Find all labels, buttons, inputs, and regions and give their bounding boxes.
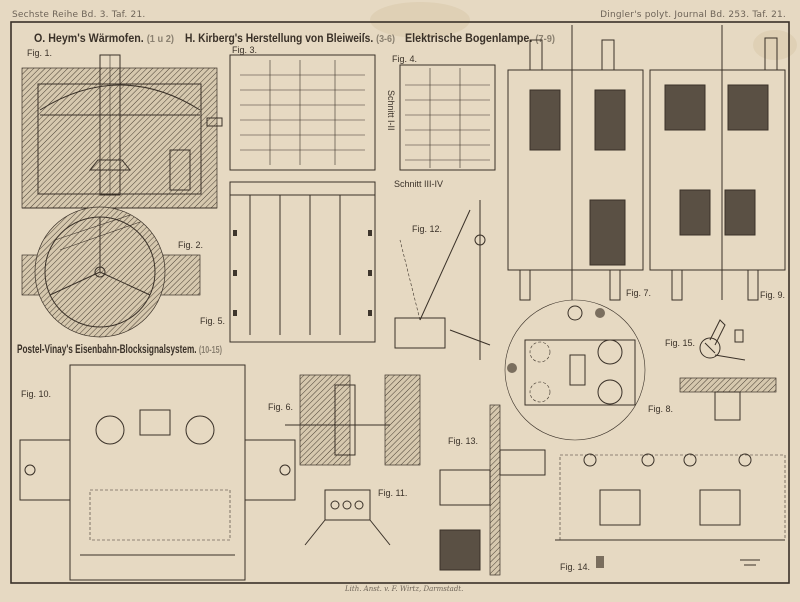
figure-12-label: Fig. 12. [412, 224, 442, 234]
figure-6-drawing [285, 374, 421, 466]
figure-8-drawing [504, 299, 646, 441]
figure-14-label: Fig. 14. [560, 562, 590, 572]
figure-2-label: Fig. 2. [178, 240, 203, 250]
paper-stain [753, 30, 797, 60]
paper-stain [370, 2, 470, 38]
figure-11-drawing [304, 489, 391, 546]
figure-4-drawing [399, 64, 496, 171]
figure-13-drawing [439, 404, 546, 576]
figure-2-drawing [21, 206, 201, 338]
figure-10-label: Fig. 10. [21, 389, 51, 399]
figure-1-drawing [21, 54, 223, 209]
figure-4-label: Fig. 4. [392, 54, 417, 64]
figure-7-drawing [507, 25, 644, 301]
figure-3-label: Fig. 3. [232, 45, 257, 55]
figure-8-label: Fig. 8. [648, 404, 673, 414]
section-title-heym: O. Heym's Wärmofen. (1 u 2) [34, 33, 174, 45]
plate-series-label: Sechste Reihe Bd. 3. Taf. 21. [12, 10, 146, 20]
figure-9-label: Fig. 9. [760, 290, 785, 300]
lithographer-credit: Lith. Anst. v. F. Wirtz, Darmstadt. [345, 585, 464, 593]
figure-12-drawing [394, 200, 491, 360]
figure-9-drawing [649, 25, 786, 301]
section-title-kirberg: H. Kirberg's Herstellung von Bleiweiſs. … [185, 33, 395, 45]
section-label-schnitt-3-4: Schnitt III-IV [394, 179, 443, 189]
figure-6-label: Fig. 6. [268, 402, 293, 412]
figure-15-label: Fig. 15. [665, 338, 695, 348]
section-label-schnitt-1-2: Schnitt I-II [386, 90, 396, 131]
figure-10-drawing [19, 364, 296, 581]
figure-11-label: Fig. 11. [378, 488, 407, 498]
plate-border [10, 21, 790, 584]
figure-13-label: Fig. 13. [448, 436, 478, 446]
section-title-bogenlampe: Elektrische Bogenlampe. (7-9) [405, 33, 555, 45]
figure-1-label: Fig. 1. [27, 48, 52, 58]
figure-7-label: Fig. 7. [626, 288, 651, 298]
figure-14-drawing [555, 453, 786, 568]
figure-5-drawing [229, 181, 376, 343]
figure-15-drawing [679, 319, 777, 421]
section-title-postel-vinay: Postel-Vinay's Eisenbahn-Blocksignalsyst… [17, 344, 222, 356]
figure-3-drawing [229, 54, 376, 171]
figure-5-label: Fig. 5. [200, 316, 225, 326]
journal-reference: Dingler's polyt. Journal Bd. 253. Taf. 2… [600, 10, 786, 20]
